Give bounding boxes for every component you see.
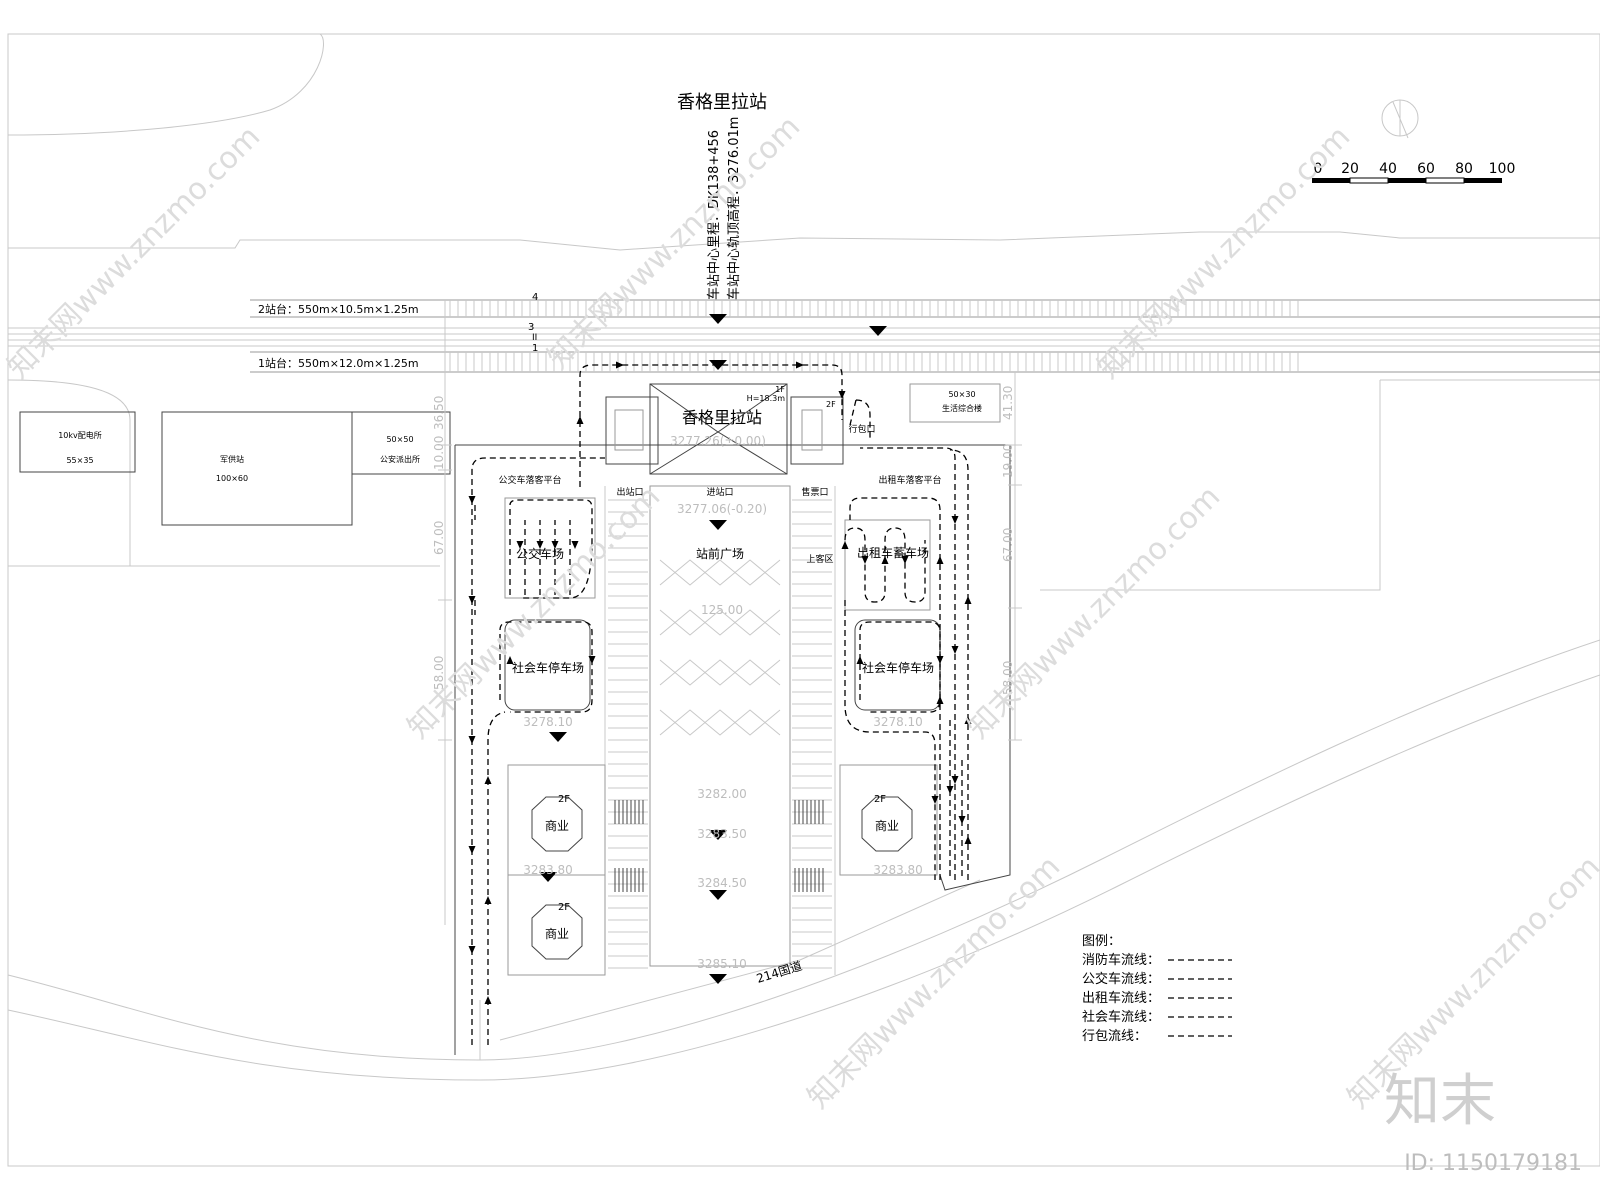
elev-left-park: 3278.10 [523, 715, 573, 729]
elev-plaza-1: 3277.06(-0.20) [677, 502, 767, 516]
substation-size: 55×35 [66, 456, 93, 465]
substation-name: 10kv配电所 [58, 430, 102, 440]
elev-plaza-4: 3283.50 [697, 827, 747, 841]
military-size: 100×60 [216, 474, 248, 483]
dim-right-2: 19.00 [1001, 444, 1015, 478]
police-size: 50×50 [386, 435, 413, 444]
legend-item-baggage: 行包流线： [1082, 1029, 1147, 1044]
scale-tick-100: 100 [1489, 161, 1516, 177]
flow-arrows [468, 361, 972, 1004]
commercial-floor-1: 2F [558, 794, 570, 805]
commercial-label-3: 商业 [875, 818, 899, 833]
taxi-park-label: 出租车蓄车场 [857, 545, 929, 560]
taxi-platform-label: 出租车落客平台 [878, 474, 941, 486]
elevation-markers [539, 314, 887, 984]
plaza-label: 站前广场 [696, 546, 744, 561]
flow-lines [471, 364, 969, 1045]
complex-name: 生活综合楼 [942, 403, 982, 413]
baggage-label: 行包口 [848, 423, 875, 435]
building-side-floor: 2F [826, 400, 836, 409]
elev-plaza-2: 125.00 [701, 603, 743, 617]
scale-tick-0: 0 [1314, 161, 1323, 177]
scale-bar [1312, 177, 1502, 184]
elev-plaza-6: 3285.10 [697, 957, 747, 971]
scale-tick-80: 80 [1455, 161, 1473, 177]
dim-left-1: 36.50 [432, 396, 446, 430]
station-mileage: 车站中心里程：DK138+456 [706, 130, 722, 300]
bus-park-label: 公交车场 [516, 546, 564, 561]
station-site [454, 383, 1011, 1055]
exit-label: 出站口 [616, 486, 643, 498]
social-park-right-label: 社会车停车场 [862, 660, 934, 675]
commercial-label-2: 商业 [545, 926, 569, 941]
social-park-left-label: 社会车停车场 [512, 660, 584, 675]
road-label: 214国道 [755, 959, 804, 986]
drawing-frame [7, 33, 1600, 1167]
legend-item-bus: 公交车流线： [1082, 971, 1160, 987]
dim-right-1: 41.30 [1001, 386, 1015, 420]
dimension-lines [438, 300, 1022, 925]
watermark-text-2: 知末网www.znzmo.com [401, 479, 667, 745]
drawing-title: 香格里拉站 [677, 92, 767, 113]
platform-1-label: 1站台：550m×12.0m×1.25m [258, 356, 419, 370]
track-3: 3 [528, 322, 534, 333]
scale-tick-20: 20 [1341, 161, 1359, 177]
legend-title: 图例： [1082, 934, 1121, 949]
building-name: 香格里拉站 [682, 408, 762, 427]
complex-size: 50×30 [948, 390, 975, 399]
ticket-label: 售票口 [801, 486, 828, 498]
track-1: 1 [532, 343, 538, 354]
elev-plaza-3: 3282.00 [697, 787, 747, 801]
police-name: 公安派出所 [380, 454, 420, 464]
legend-item-taxi: 出租车流线： [1082, 990, 1160, 1006]
brand-id: ID: 1150179181 [1404, 1151, 1582, 1176]
track-4: 4 [532, 292, 538, 303]
north-arrow [1381, 99, 1419, 139]
commercial-label-1: 商业 [545, 818, 569, 833]
elev-plaza-5: 3284.50 [697, 876, 747, 890]
legend-samples [1168, 959, 1232, 1037]
brand-logo: 知末 [1384, 1069, 1496, 1134]
legend-item-fire: 消防车流线： [1082, 952, 1160, 968]
elev-comm-2: 3283.80 [873, 863, 923, 877]
building-floor: 1F [775, 385, 785, 394]
watermark-text-4: 知末网www.znzmo.com [541, 109, 807, 375]
scale-tick-40: 40 [1379, 161, 1397, 177]
station-elevation: 车站中心轨顶高程：3276.01m [726, 117, 742, 300]
platform-2-label: 2站台：550m×10.5m×1.25m [258, 302, 419, 316]
scale-tick-60: 60 [1417, 161, 1435, 177]
elev-right-park: 3278.10 [873, 715, 923, 729]
building-elevation: 3277.26(±0.00) [670, 434, 766, 448]
track-II: II [532, 333, 537, 343]
dim-right-4: 58.00 [1001, 661, 1015, 695]
commercial-floor-2: 2F [558, 902, 570, 913]
military-name: 军供站 [220, 454, 244, 464]
terrain-lines [7, 33, 1600, 1081]
boarding-label: 上客区 [806, 553, 833, 565]
entry-label: 进站口 [706, 486, 733, 498]
commercial-floor-3: 2F [874, 794, 886, 805]
bus-platform-label: 公交车落客平台 [498, 474, 561, 486]
watermark-text-6: 知末网www.znzmo.com [961, 479, 1227, 745]
watermark-text-3: 知末网www.znzmo.com [801, 849, 1067, 1115]
legend-item-social: 社会车流线： [1082, 1009, 1160, 1025]
dim-right-3: 67.00 [1001, 528, 1015, 562]
left-buildings [19, 383, 1001, 526]
dim-left-4: 58.00 [432, 656, 446, 690]
building-height: H=18.3m [747, 394, 786, 403]
dim-left-3: 67.00 [432, 521, 446, 555]
elev-comm-1: 3283.80 [523, 863, 573, 877]
railway-platforms [8, 299, 1600, 373]
dim-left-2: 10.00 [432, 436, 446, 470]
